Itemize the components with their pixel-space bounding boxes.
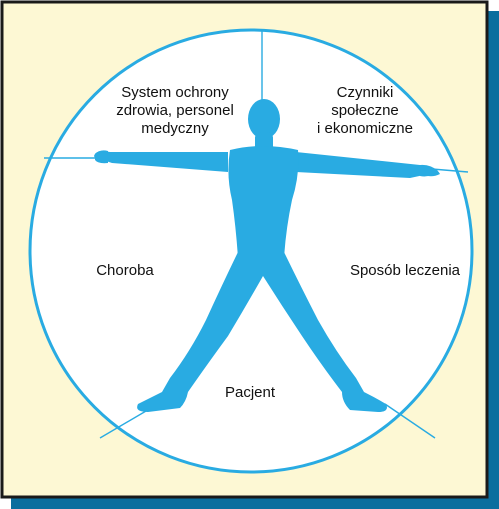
label-social-factors: Czynniki społeczne i ekonomiczne: [290, 84, 440, 138]
label-treatment-text: Sposób leczenia: [340, 262, 470, 280]
label-social-factors-line-1: Czynniki: [290, 84, 440, 102]
label-treatment: Sposób leczenia: [340, 262, 470, 280]
label-health-system-line-1: System ochrony: [100, 84, 250, 102]
label-social-factors-line-3: i ekonomiczne: [290, 120, 440, 138]
label-health-system-line-3: medyczny: [100, 120, 250, 138]
label-health-system-line-2: zdrowia, personel: [100, 102, 250, 120]
label-disease-text: Choroba: [70, 262, 180, 280]
label-patient: Pacjent: [200, 384, 300, 402]
label-patient-text: Pacjent: [200, 384, 300, 402]
label-health-system: System ochrony zdrowia, personel medyczn…: [100, 84, 250, 138]
label-social-factors-line-2: społeczne: [290, 102, 440, 120]
label-disease: Choroba: [70, 262, 180, 280]
